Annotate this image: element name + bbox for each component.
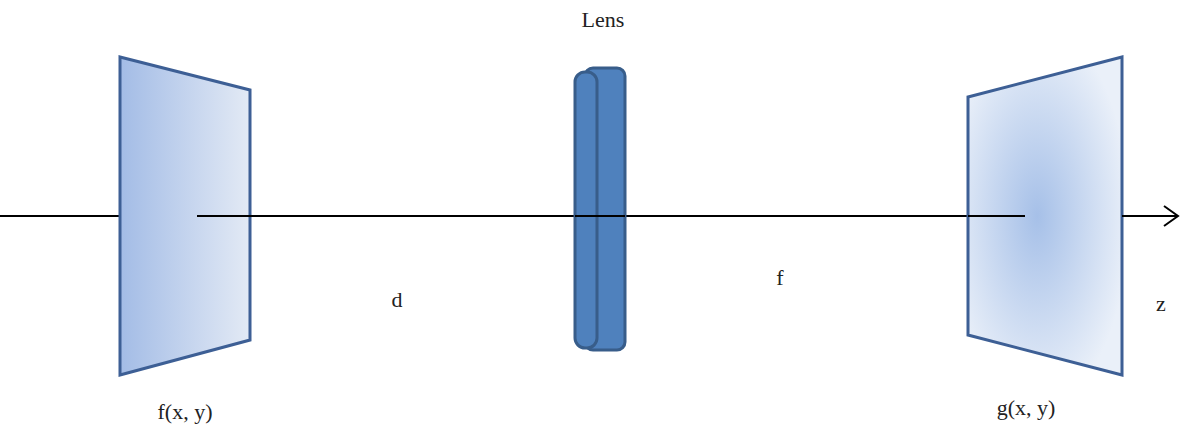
axis-label: z — [1156, 292, 1166, 316]
distance-label: d — [392, 288, 403, 312]
optical-axis — [0, 215, 120, 217]
output-field-label: g(x, y) — [997, 396, 1056, 420]
lens-label: Lens — [582, 8, 625, 32]
output-plane — [968, 57, 1122, 375]
optical-axis — [1122, 215, 1178, 217]
axis-arrowhead — [1164, 206, 1178, 226]
optical-axis — [197, 215, 1025, 217]
optical-axis — [968, 215, 1025, 217]
focal-length-label: f — [776, 266, 783, 290]
input-field-label: f(x, y) — [158, 400, 213, 424]
lens-rim — [575, 72, 597, 348]
optical-axis — [575, 215, 625, 217]
